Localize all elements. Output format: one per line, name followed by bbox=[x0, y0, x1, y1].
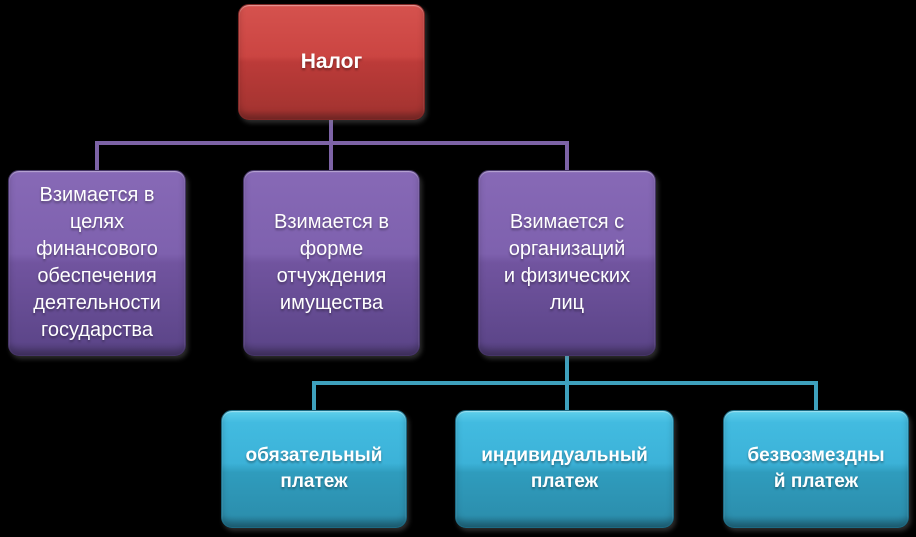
connector-level2-crossbar bbox=[312, 381, 818, 385]
connector-level1-crossbar bbox=[95, 141, 569, 145]
node-tax-root: Налог bbox=[238, 4, 425, 120]
connector-level2-drop-right bbox=[814, 381, 818, 410]
node-mandatory-payment: обязательный платеж bbox=[221, 410, 407, 528]
node-purpose-state-financing: Взимается в целях финансового обеспечени… bbox=[8, 170, 186, 356]
node-individual-payment: индивидуальный платеж bbox=[455, 410, 674, 528]
node-form-property-alienation: Взимается в форме отчуждения имущества bbox=[243, 170, 420, 356]
connector-root-stem bbox=[329, 120, 333, 170]
node-gratuitous-payment: безвозмездны й платеж bbox=[723, 410, 909, 528]
connector-level1-drop-right bbox=[565, 141, 569, 170]
node-payers-organizations-individuals: Взимается с организаций и физических лиц bbox=[478, 170, 656, 356]
connector-level2-drop-left bbox=[312, 381, 316, 410]
connector-level1-drop-left bbox=[95, 141, 99, 170]
